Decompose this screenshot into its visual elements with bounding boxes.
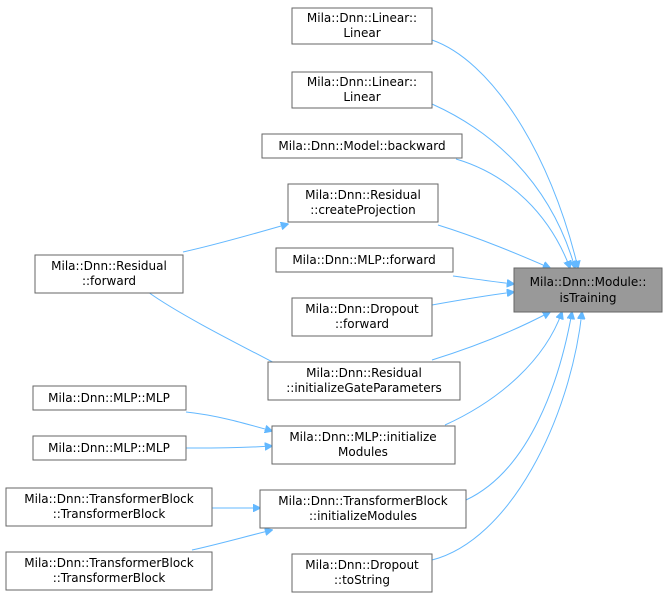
node-linear-1[interactable]: Mila::Dnn::Linear:: Linear — [291, 7, 433, 45]
node-label-line: Mila::Dnn::Residual — [51, 259, 167, 273]
node-label-line: Mila::Dnn::TransformerBlock — [278, 494, 448, 508]
node-model-backward[interactable]: Mila::Dnn::Model::backward — [261, 133, 463, 159]
node-residual-createprojection[interactable]: Mila::Dnn::Residual ::createProjection — [287, 183, 439, 223]
node-transformerblock-constructor-2[interactable]: Mila::Dnn::TransformerBlock ::Transforme… — [5, 551, 213, 591]
edge-n8-target — [444, 312, 562, 426]
edge-n5-target — [452, 275, 514, 284]
node-label-line: ::createProjection — [310, 203, 416, 217]
edge-n1-target — [431, 39, 578, 268]
edge-n3-target — [455, 158, 570, 268]
node-label-line: ::initializeGateParameters — [286, 381, 442, 395]
node-label-line: Mila::Dnn::Linear:: — [307, 11, 417, 25]
edge-n11-n4 — [182, 224, 288, 253]
edge-n7-target — [431, 312, 550, 361]
node-label-line: Mila::Dnn::Residual — [306, 366, 422, 380]
node-mlp-constructor-1[interactable]: Mila::Dnn::MLP::MLP — [32, 385, 187, 411]
node-residual-initializegateparameters[interactable]: Mila::Dnn::Residual ::initializeGatePara… — [267, 361, 461, 401]
node-label-line: Mila::Dnn::MLP::initialize — [289, 430, 436, 444]
node-transformerblock-initializemodules[interactable]: Mila::Dnn::TransformerBlock ::initialize… — [259, 489, 467, 529]
edge-n6-target — [431, 292, 514, 306]
edge-n4-target — [437, 224, 550, 268]
node-mlp-constructor-2[interactable]: Mila::Dnn::MLP::MLP — [32, 435, 187, 461]
node-target[interactable]: Mila::Dnn::Module:: isTraining — [513, 267, 663, 313]
node-mlp-initializemodules[interactable]: Mila::Dnn::MLP::initialize Modules — [271, 425, 456, 465]
node-label-line: Mila::Dnn::TransformerBlock — [24, 492, 194, 506]
node-dropout-forward[interactable]: Mila::Dnn::Dropout ::forward — [291, 297, 433, 337]
node-label-line: ::forward — [82, 274, 136, 288]
node-label-line: ::toString — [334, 573, 390, 587]
node-label-line: Mila::Dnn::Dropout — [305, 558, 419, 572]
node-mlp-forward[interactable]: Mila::Dnn::MLP::forward — [275, 247, 454, 273]
edge-n15-n9 — [191, 530, 272, 551]
node-residual-forward[interactable]: Mila::Dnn::Residual ::forward — [34, 254, 184, 294]
node-label-line: Mila::Dnn::MLP::forward — [292, 253, 435, 267]
node-label-line: ::initializeModules — [309, 509, 417, 523]
node-dropout-tostring[interactable]: Mila::Dnn::Dropout ::toString — [291, 553, 433, 593]
node-linear-2[interactable]: Mila::Dnn::Linear:: Linear — [291, 71, 433, 109]
node-label-line: ::forward — [335, 317, 389, 331]
edges-layer — [147, 39, 582, 561]
edge-n2-target — [431, 103, 575, 268]
node-label-line: Mila::Dnn::Residual — [305, 188, 421, 202]
node-label-line: Linear — [343, 90, 380, 104]
edge-n10-target — [431, 312, 582, 561]
edge-n12-n8 — [185, 411, 272, 431]
edge-n13-n8 — [185, 446, 272, 448]
node-label-line: Modules — [338, 445, 388, 459]
node-label-line: Mila::Dnn::MLP::MLP — [48, 441, 170, 455]
node-label-line: Mila::Dnn::Linear:: — [307, 75, 417, 89]
node-label-line: Mila::Dnn::Model::backward — [278, 139, 445, 153]
node-label-line: Mila::Dnn::Module:: — [530, 275, 647, 289]
nodes-layer: Mila::Dnn::Module:: isTraining Mila::Dnn… — [5, 7, 663, 593]
node-label-line: Mila::Dnn::MLP::MLP — [48, 391, 170, 405]
node-label-line: ::TransformerBlock — [53, 571, 166, 585]
edge-n9-target — [465, 312, 572, 501]
node-label-line: ::TransformerBlock — [53, 507, 166, 521]
node-label-line: Linear — [343, 26, 380, 40]
edge-n11-n7 — [147, 291, 288, 370]
node-transformerblock-constructor-1[interactable]: Mila::Dnn::TransformerBlock ::Transforme… — [5, 487, 213, 527]
node-label-line: Mila::Dnn::Dropout — [305, 302, 419, 316]
node-label-line: Mila::Dnn::TransformerBlock — [24, 556, 194, 570]
node-label-line: isTraining — [560, 291, 617, 305]
